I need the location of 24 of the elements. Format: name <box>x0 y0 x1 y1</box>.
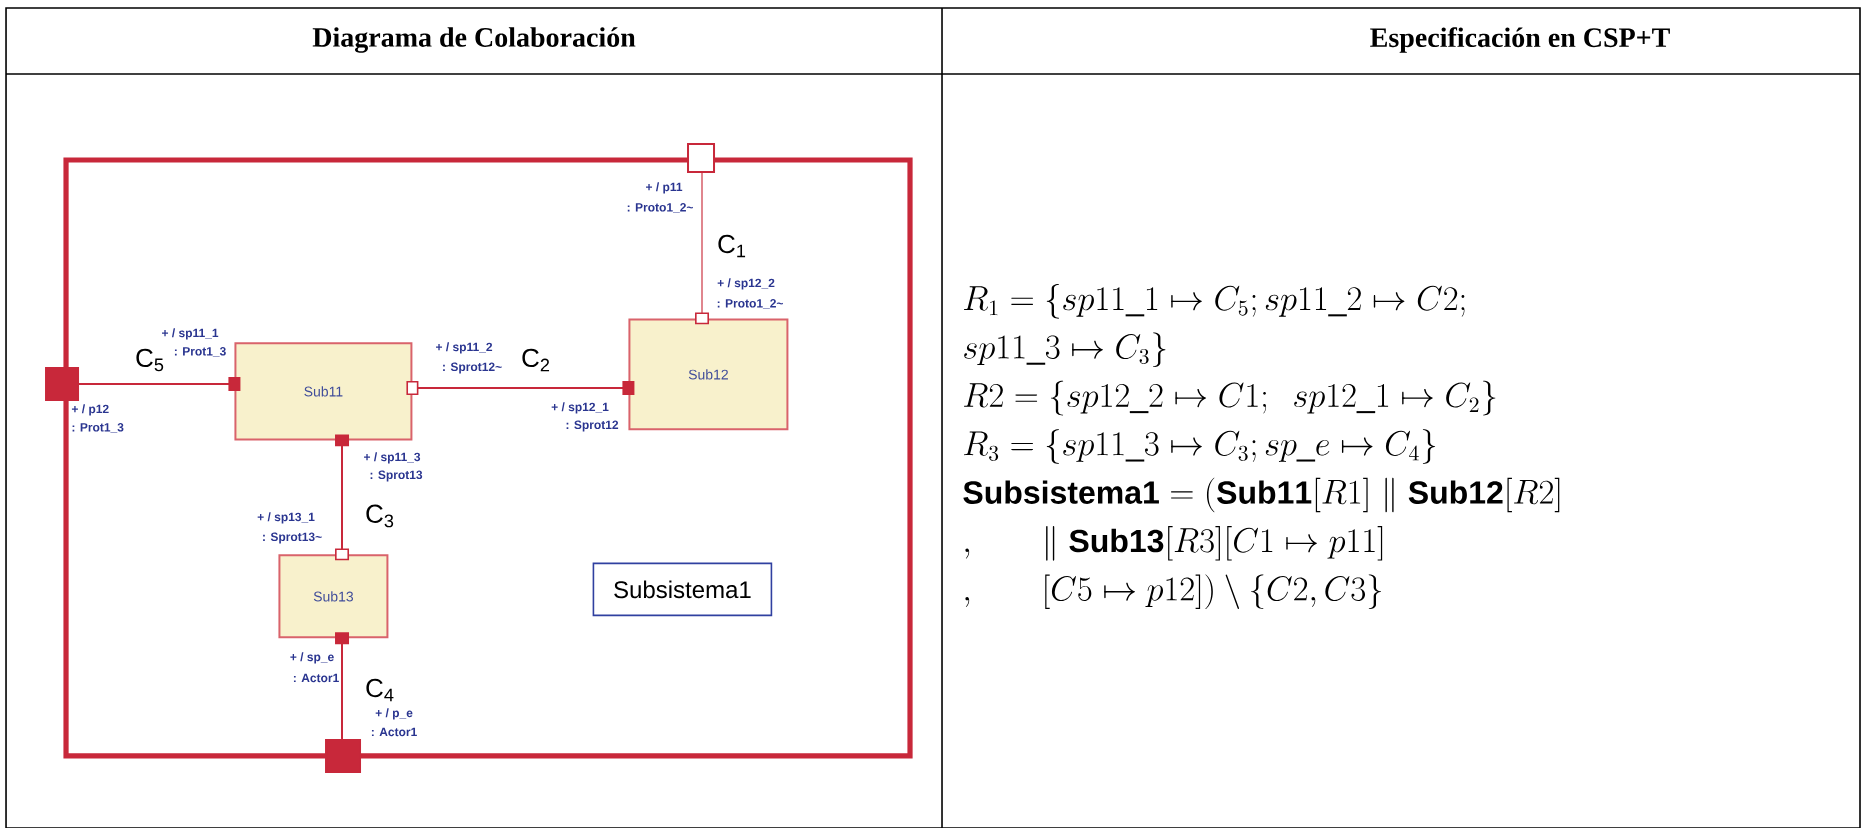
formula-line: $R2 = \{sp12\_2 \mapsto C1;\ \ sp12\_1 \mapsto C_2\}$ <box>964 380 1496 416</box>
formula-line: $\mathbf{Subsistema1} = (\mathbf{Sub11}[R1] \parallel \mathbf{Sub12}[R2]$ <box>963 477 1560 513</box>
name-box: Subsistema1 <box>592 562 773 617</box>
formula-line: $,\qquad \parallel \mathbf{Sub13}[R3][C1 \mapsto p11]$ <box>965 526 1383 561</box>
formula-line: $R_1 = \{sp11\_1 \mapsto C_5; sp11\_2 \mapsto C2;$ <box>964 284 1465 319</box>
connector <box>406 380 635 395</box>
edge-label: C$_{4}$ <box>363 676 397 704</box>
column-header: Diagrama de Colaboración <box>312 27 636 53</box>
formula-line: $,\qquad [C5 \mapsto p12]) \setminus \{C2, C3\}$ <box>965 574 1381 610</box>
port-square <box>325 738 361 773</box>
edge-label: C$_{1}$ <box>715 232 749 260</box>
column-header: Especificación en CSP+T <box>1370 27 1670 53</box>
connector <box>78 376 241 391</box>
port-square <box>45 366 80 401</box>
formula-line: $R_3 = \{sp11\_3 \mapsto C_3; sp\_e \mapsto C_4\}$ <box>964 429 1436 464</box>
connector <box>695 172 709 325</box>
edge-label: C$_{5}$ <box>133 346 167 374</box>
system-frame <box>63 157 913 759</box>
connector <box>335 632 350 740</box>
connector <box>335 434 350 561</box>
port-square <box>687 143 715 173</box>
edge-label: C$_{2}$ <box>519 346 553 374</box>
edge-label: C$_{3}$ <box>363 502 397 530</box>
formula-line: $sp11\_3 \mapsto C_3\}$ <box>964 332 1166 368</box>
